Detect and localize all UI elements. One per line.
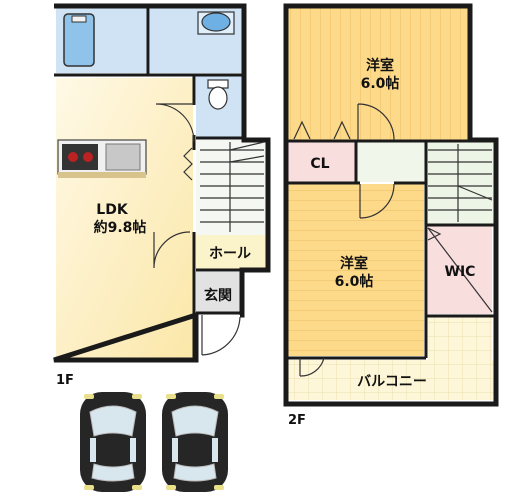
- entrance-name-label: 玄関: [204, 287, 232, 304]
- burner-icon: [83, 152, 93, 162]
- western-room-bottom: [288, 184, 424, 356]
- kitchen-counter-edge: [58, 172, 146, 178]
- closet-door: [293, 120, 351, 140]
- hall-name-label: ホール: [209, 246, 251, 262]
- ldk-door: [155, 103, 195, 143]
- sink: [105, 143, 141, 171]
- entrance-door: [201, 315, 241, 356]
- floor-1-outer-wall: [53, 3, 271, 363]
- bathtub: [63, 13, 95, 67]
- floor-1-label: 1F: [56, 373, 74, 388]
- western-room-top: [288, 8, 468, 140]
- ldk-name-label: LDK: [96, 202, 129, 218]
- wic-name-label: WIC: [445, 264, 476, 280]
- balcony-window: [299, 357, 325, 377]
- stair-1f-treads: [200, 141, 265, 232]
- balcony-room-lower: [288, 360, 494, 400]
- closet-room: [288, 142, 356, 182]
- western-bottom-size-label: 6.0帖: [335, 273, 374, 290]
- entrance-room: [196, 272, 240, 312]
- western-bottom-door: [359, 183, 395, 219]
- stair-2f-treads: [428, 144, 493, 222]
- burner-icon: [68, 152, 78, 162]
- ldk-room: [56, 78, 193, 360]
- floor-1: LDK 約9.8帖 ホール 玄関 1F: [53, 3, 271, 388]
- car-icon: [80, 392, 146, 492]
- hall-door: [153, 231, 191, 269]
- hall-room: [196, 235, 266, 269]
- western-bottom-name-label: 洋室: [340, 255, 368, 272]
- folding-door: [183, 147, 193, 181]
- western-top-door: [357, 103, 395, 141]
- western-top-name-label: 洋室: [366, 57, 394, 74]
- floor-2-label: 2F: [288, 413, 306, 428]
- wic-door: [427, 227, 493, 313]
- ldk-size-label: 約9.8帖: [94, 219, 147, 236]
- upper-hall: [356, 142, 424, 182]
- toilet-bowl: [208, 86, 228, 110]
- closet-name-label: CL: [310, 156, 329, 172]
- stair-1f: [196, 140, 266, 235]
- washbasin-bowl: [201, 12, 231, 32]
- floor-2: 洋室 6.0帖 CL 洋室 6.0帖 WIC バルコニー 2F: [283, 3, 499, 428]
- western-top-size-label: 6.0帖: [361, 75, 400, 92]
- bath-faucet: [71, 15, 87, 23]
- parking: [80, 392, 228, 492]
- car-icon: [162, 392, 228, 492]
- stair-2f: [424, 142, 494, 224]
- balcony-name-label: バルコニー: [357, 374, 427, 390]
